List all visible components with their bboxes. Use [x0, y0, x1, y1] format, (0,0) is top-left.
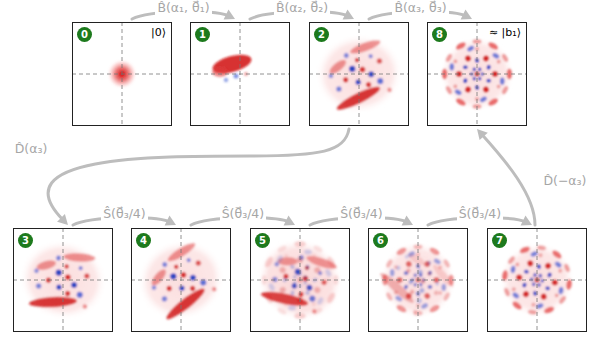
arrowhead	[165, 216, 176, 226]
step-number: 6	[373, 233, 388, 248]
arrow-line	[48, 129, 349, 220]
step-number: 3	[18, 233, 33, 248]
wigner-panel: 7	[487, 228, 587, 332]
wigner-panel: 4	[131, 228, 231, 332]
arrowhead	[402, 216, 413, 226]
step-number: 4	[136, 233, 151, 248]
step-number: 5	[255, 233, 270, 248]
arrowhead	[343, 10, 354, 20]
wigner-panel: 1	[190, 22, 290, 126]
wigner-panel: 5	[250, 228, 350, 332]
wigner-panel: 0 |0⟩	[72, 22, 172, 126]
operator-label: Ŝ(θ⃗₃/4)	[220, 206, 267, 221]
operator-label: D̂(−α₃)	[541, 173, 588, 188]
arrowhead	[284, 216, 295, 226]
operation-arrow	[48, 129, 349, 225]
step-number: 2	[314, 27, 329, 42]
operator-label: B̂(α₃, θ⃗₃)	[392, 0, 448, 15]
arrowhead	[57, 214, 68, 225]
operator-label: Ŝ(θ⃗₃/4)	[101, 206, 148, 221]
wigner-panel: 6	[368, 228, 468, 332]
wigner-panel: 2	[309, 22, 409, 126]
operator-label: B̂(α₂, θ⃗₂)	[274, 0, 330, 15]
operator-label: Ŝ(θ⃗₃/4)	[457, 206, 504, 221]
arrowhead	[461, 10, 472, 20]
state-label: ≈ |b₁⟩	[489, 26, 521, 40]
state-label: |0⟩	[151, 26, 166, 40]
wigner-panel: 3	[13, 228, 113, 332]
operator-label: B̂(α₁, θ⃗₁)	[155, 0, 211, 15]
step-number: 7	[492, 233, 507, 248]
step-number: 8	[432, 27, 447, 42]
wigner-panel: 8 ≈ |b₁⟩	[427, 22, 527, 126]
operator-label: D̂(α₃)	[13, 141, 50, 156]
operator-label: Ŝ(θ⃗₃/4)	[338, 206, 385, 221]
arrowhead	[224, 10, 235, 20]
arrowhead	[477, 129, 488, 140]
step-number: 0	[77, 27, 92, 42]
step-number: 1	[195, 27, 210, 42]
arrowhead	[521, 216, 532, 226]
